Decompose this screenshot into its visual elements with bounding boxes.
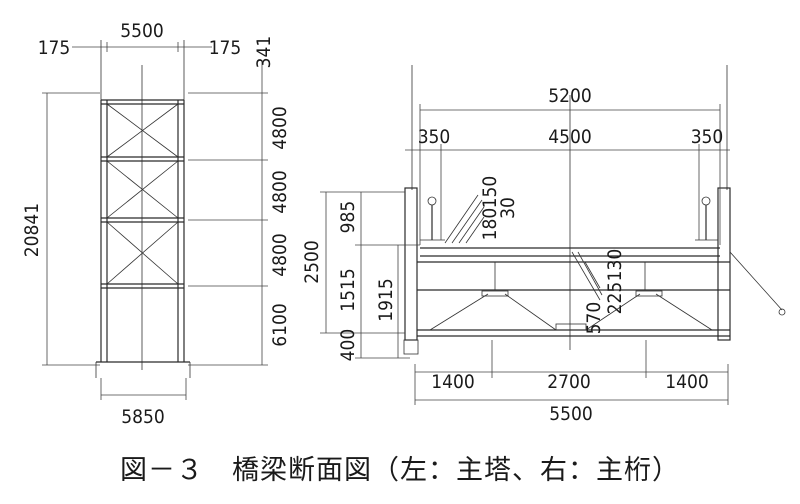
tower-right-offset-label: 175 [209,37,242,59]
girder-detail-1-label: 180 [479,208,501,241]
girder-detail-3-label: 30 [497,197,519,219]
girder-bottom-total-label: 5500 [549,403,593,425]
girder-detail-5-label: 570 [583,302,605,335]
girder-middle-label: 1515 [337,268,359,312]
girder-detail-2-label: 150 [479,176,501,209]
tower-drawing [42,40,268,400]
tower-segment-4-label: 6100 [269,303,291,347]
girder-bottom-left-label: 1400 [431,371,475,393]
girder-bottom-right-label: 1400 [665,371,709,393]
figure-caption: 図－３ 橋梁断面図（左：主塔、右：主桁） [120,455,680,486]
girder-right-height-label: 1915 [375,278,397,322]
tower-top-width-label: 5500 [120,20,164,42]
girder-upper-label: 985 [337,201,359,234]
tower-top-extra-label: 341 [253,36,275,69]
girder-detail-6-label: 225 [604,282,626,315]
tower-total-height-label: 20841 [21,203,43,257]
tower-segment-1-label: 4800 [269,106,291,150]
girder-overall-top-label: 5200 [548,85,592,107]
tower-base-width-label: 5850 [121,406,165,428]
girder-vertical-total-label: 2500 [301,240,323,284]
girder-detail-4-label: 130 [604,249,626,282]
girder-lower-label: 400 [337,329,359,362]
tower-segment-2-label: 4800 [269,170,291,214]
girder-bottom-mid-label: 2700 [547,371,591,393]
tower-segment-3-label: 4800 [269,233,291,277]
girder-right-side-label: 350 [691,126,724,148]
girder-left-side-label: 350 [418,126,451,148]
girder-inner-top-label: 4500 [548,126,592,148]
tower-left-offset-label: 175 [38,37,71,59]
girder-drawing [320,65,786,405]
